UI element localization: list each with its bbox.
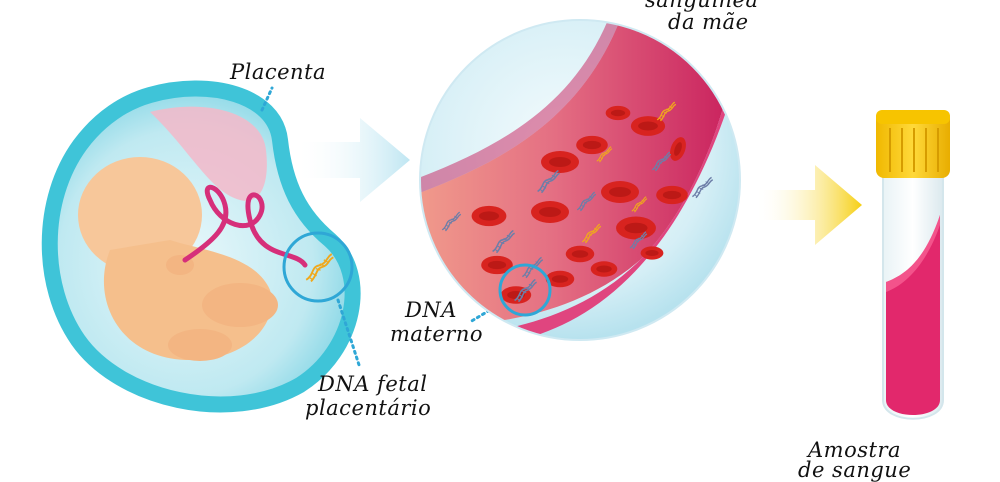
arrow-to-sample bbox=[755, 165, 862, 245]
maternal-dna-label-line1: DNA bbox=[405, 298, 457, 322]
fetus bbox=[78, 157, 278, 361]
placenta-label: Placenta bbox=[230, 60, 327, 84]
fetal-dna-label-line2: placentário bbox=[305, 396, 432, 420]
blood-sample-tube bbox=[876, 110, 950, 420]
fetal-dna-label-line1: DNA fetal bbox=[318, 372, 428, 396]
maternal-dna-highlight-circle bbox=[498, 263, 552, 317]
blood-vessel-magnifier bbox=[419, 19, 741, 341]
bloodstream-label-line2: da mãe bbox=[668, 10, 749, 34]
fetal-dna-highlight-circle bbox=[282, 231, 354, 303]
sample-label-line2: de sangue bbox=[798, 458, 912, 482]
maternal-dna-label-line2: materno bbox=[390, 322, 484, 346]
arrow-to-bloodstream bbox=[295, 118, 410, 202]
sample-label-line1: Amostra bbox=[808, 438, 901, 462]
uterus-illustration bbox=[41, 80, 361, 413]
bloodstream-label-line1: sanguínea bbox=[645, 0, 759, 12]
